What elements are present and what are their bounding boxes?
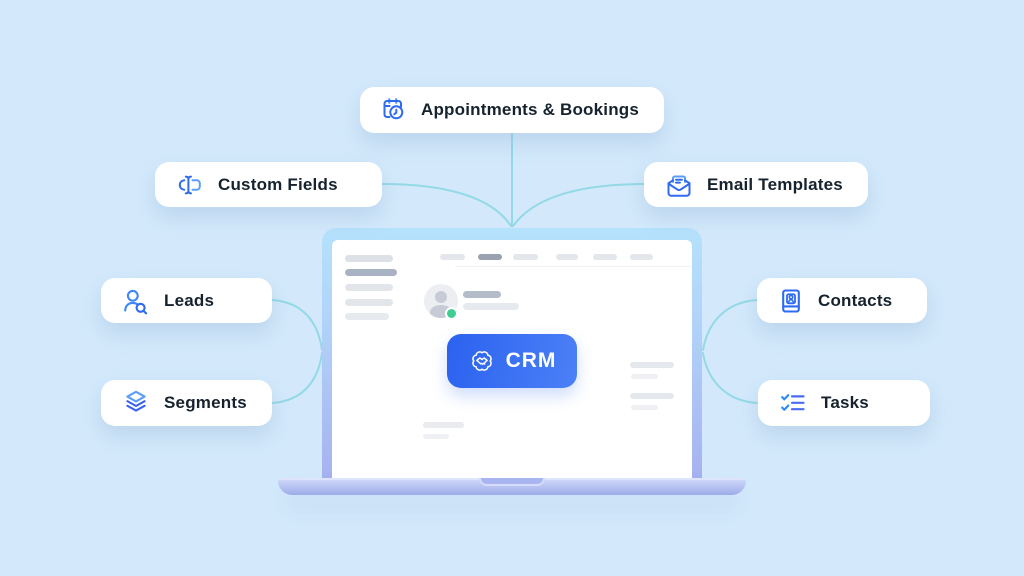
tab-skeleton	[593, 254, 617, 260]
laptop-base	[278, 478, 746, 495]
header-divider	[455, 266, 692, 267]
connector-tasks	[702, 352, 758, 404]
person-search-icon	[124, 289, 148, 314]
node-leads: Leads	[101, 278, 272, 323]
content-skeleton	[630, 362, 674, 368]
layers-icon	[126, 390, 146, 412]
connector-custom-fields	[381, 183, 512, 227]
node-label: Custom Fields	[218, 174, 338, 194]
laptop-screen-content: CRM	[332, 240, 692, 478]
content-skeleton	[630, 393, 674, 399]
connector-contacts	[702, 299, 758, 351]
connector-segments	[271, 352, 323, 404]
handshake-badge-icon	[471, 351, 492, 371]
node-label: Contacts	[818, 290, 893, 310]
tab-skeleton	[630, 254, 653, 260]
content-skeleton	[631, 405, 658, 410]
node-label: Leads	[164, 290, 215, 310]
username-skeleton	[463, 291, 501, 298]
sidebar-skeleton	[345, 313, 389, 320]
content-skeleton	[423, 434, 449, 439]
node-segments: Segments	[101, 380, 272, 426]
sidebar-skeleton	[345, 284, 393, 291]
node-custom-fields: Custom Fields	[155, 162, 382, 207]
connector-leads	[271, 299, 323, 351]
crm-label: CRM	[505, 349, 557, 372]
tab-skeleton	[513, 254, 538, 260]
node-label: Segments	[164, 393, 247, 412]
input-field-cursor-icon	[178, 175, 201, 194]
node-label: Tasks	[821, 393, 869, 412]
subtitle-skeleton	[463, 303, 519, 310]
content-skeleton	[631, 374, 658, 379]
node-label: Appointments & Bookings	[421, 100, 640, 119]
crm-button: CRM	[447, 334, 577, 388]
calendar-clock-icon	[383, 98, 404, 120]
tab-skeleton	[440, 254, 465, 260]
checklist-icon	[781, 394, 805, 411]
node-tasks: Tasks	[758, 380, 930, 426]
connector-email-templates	[512, 183, 645, 227]
content-skeleton	[423, 422, 464, 428]
open-envelope-icon	[667, 175, 691, 197]
address-book-icon	[782, 288, 800, 313]
node-contacts: Contacts	[757, 278, 927, 323]
tab-skeleton	[556, 254, 578, 260]
node-email-templates: Email Templates	[644, 162, 868, 207]
laptop-base-notch	[479, 478, 545, 486]
sidebar-skeleton-active	[345, 269, 397, 276]
online-status-dot	[445, 307, 458, 320]
node-label: Email Templates	[707, 174, 843, 194]
sidebar-skeleton	[345, 255, 393, 262]
tab-skeleton-active	[478, 254, 502, 260]
sidebar-skeleton	[345, 299, 393, 306]
laptop: CRM	[322, 228, 702, 478]
node-appointments: Appointments & Bookings	[360, 87, 664, 133]
